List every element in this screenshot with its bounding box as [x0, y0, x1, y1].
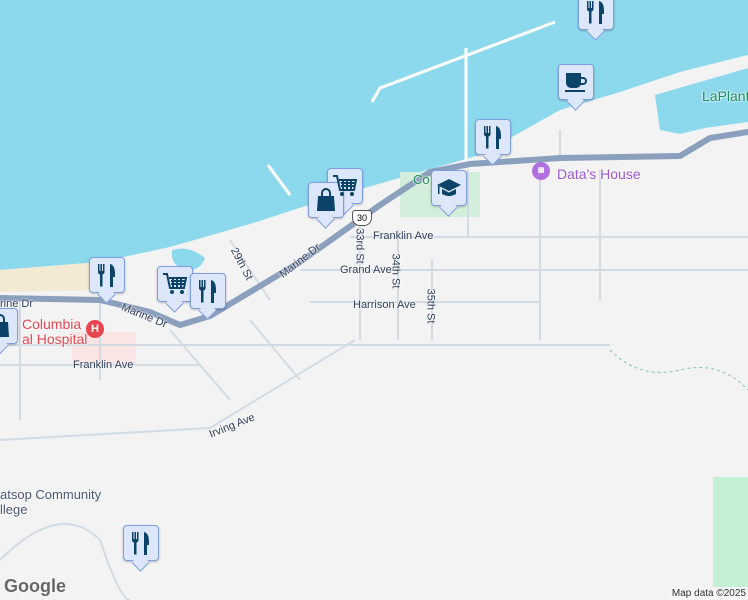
restaurant-marker[interactable]	[190, 273, 226, 309]
minor-roads	[0, 130, 748, 600]
street-label: Harrison Ave	[353, 299, 416, 311]
grocery-marker[interactable]	[157, 266, 193, 302]
street-label: 35th St	[424, 288, 437, 324]
cafe-marker[interactable]	[558, 64, 594, 100]
restaurant-marker[interactable]	[578, 0, 614, 30]
shopping-cart-icon	[163, 273, 188, 294]
street-label: Grand Ave	[340, 264, 392, 276]
park-label[interactable]: Co	[413, 172, 430, 187]
shopping-cart-icon	[333, 175, 358, 196]
datas-house-label[interactable]: Data's House	[557, 166, 641, 182]
green-area	[713, 477, 748, 587]
street-label: Franklin Ave	[373, 230, 434, 242]
laplante-lagoon	[655, 68, 748, 134]
fork-knife-icon	[98, 264, 115, 287]
google-logo[interactable]: Google	[4, 576, 66, 596]
restaurant-marker[interactable]	[123, 525, 159, 561]
marine-dr-highway	[0, 129, 748, 329]
graduation-cap-icon	[437, 179, 461, 196]
shopping-bag-icon	[317, 188, 335, 211]
college-label[interactable]: atsop Community	[0, 487, 102, 502]
shopping-marker[interactable]	[308, 182, 344, 218]
shopping-marker[interactable]	[0, 308, 18, 344]
school-marker[interactable]	[431, 170, 467, 206]
map-attribution[interactable]: Map data ©2025	[669, 587, 748, 600]
dashed-trail	[609, 349, 748, 391]
pier	[266, 20, 556, 196]
fork-knife-icon	[199, 280, 216, 303]
street-label: rine Dr	[0, 298, 34, 310]
fork-knife-icon	[587, 1, 604, 24]
fork-knife-icon	[484, 126, 501, 149]
laplante-label[interactable]: LaPlant	[702, 88, 748, 104]
beach	[0, 262, 110, 292]
camera-icon[interactable]: ◙	[532, 162, 550, 180]
college-label[interactable]: llege	[0, 502, 28, 517]
hospital-icon[interactable]: H	[86, 320, 104, 338]
fork-knife-icon	[132, 532, 149, 555]
coffee-cup-icon	[565, 73, 587, 92]
route-30-shield: 30	[352, 210, 372, 226]
street-label: 34th St	[389, 253, 402, 289]
street-label: 33rd St	[353, 228, 366, 264]
street-label: Franklin Ave	[73, 359, 134, 371]
restaurant-marker[interactable]	[475, 119, 511, 155]
hospital-area	[72, 332, 136, 364]
hospital-label[interactable]: Columbia	[22, 316, 82, 332]
restaurant-marker[interactable]	[89, 257, 125, 293]
hospital-label[interactable]: al Hospital	[22, 331, 88, 347]
pond	[171, 248, 205, 271]
shopping-bag-icon	[0, 314, 9, 337]
